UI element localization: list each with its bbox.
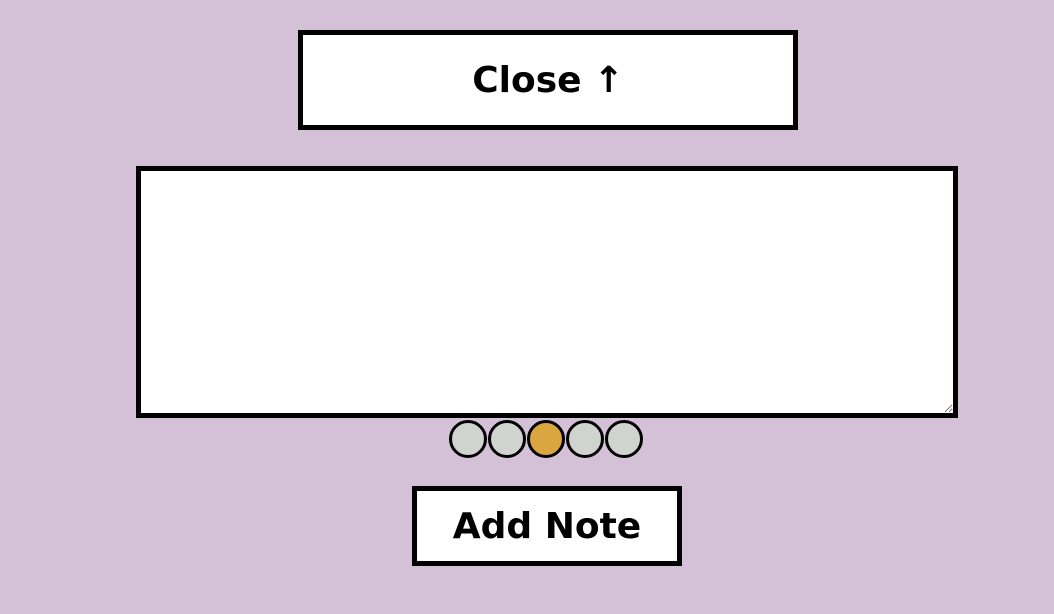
color-picker: [449, 420, 643, 458]
color-option-1[interactable]: [449, 420, 487, 458]
arrow-up-icon: ↑: [593, 59, 624, 101]
add-note-button[interactable]: Add Note: [412, 486, 682, 566]
color-option-4[interactable]: [566, 420, 604, 458]
add-note-button-label: Add Note: [452, 505, 642, 547]
note-textarea[interactable]: [136, 166, 958, 418]
close-button[interactable]: Close ↑: [298, 30, 798, 130]
color-option-2[interactable]: [488, 420, 526, 458]
color-option-3[interactable]: [527, 420, 565, 458]
color-option-5[interactable]: [605, 420, 643, 458]
close-button-label: Close: [472, 59, 582, 101]
